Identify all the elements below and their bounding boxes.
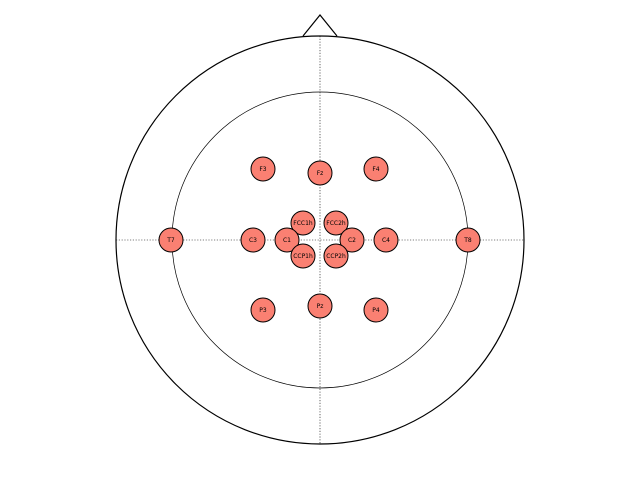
electrode-label: CCP2h <box>326 253 346 260</box>
electrode-label: T8 <box>463 237 472 244</box>
electrode-ccp1h: CCP1h <box>290 243 316 269</box>
electrode-c3: C3 <box>240 227 266 253</box>
electrode-p4: P4 <box>363 297 389 323</box>
electrode-c2: C2 <box>339 227 365 253</box>
electrode-marker <box>307 160 333 186</box>
electrode-marker <box>455 227 481 253</box>
electrode-label: P4 <box>372 307 380 314</box>
electrode-ccp2h: CCP2h <box>323 243 349 269</box>
electrode-marker <box>339 227 365 253</box>
electrode-label: Fz <box>317 170 324 177</box>
nose-outline <box>302 14 338 37</box>
electrode-f3: F3 <box>250 156 276 182</box>
electrode-c1: C1 <box>274 227 300 253</box>
electrode-pz: Pz <box>307 293 333 319</box>
electrode-marker <box>323 243 349 269</box>
electrode-marker <box>363 156 389 182</box>
electrode-t7: T7 <box>158 227 184 253</box>
electrode-marker <box>363 297 389 323</box>
electrode-label: P3 <box>259 307 267 314</box>
electrode-marker <box>373 227 399 253</box>
electrode-label: F3 <box>259 166 266 173</box>
electrode-label: Pz <box>317 303 324 310</box>
electrode-f4: F4 <box>363 156 389 182</box>
electrode-marker <box>323 210 349 236</box>
electrode-fcc1h: FCC1h <box>290 210 316 236</box>
electrode-marker <box>250 297 276 323</box>
electrode-label: FCC1h <box>293 220 313 227</box>
electrode-fz: Fz <box>307 160 333 186</box>
electrode-marker <box>240 227 266 253</box>
electrode-marker <box>274 227 300 253</box>
electrode-marker <box>250 156 276 182</box>
electrode-label: C3 <box>249 237 257 244</box>
electrode-label: T7 <box>166 237 175 244</box>
electrode-marker <box>290 210 316 236</box>
electrode-label: CCP1h <box>293 253 313 260</box>
electrode-fcc2h: FCC2h <box>323 210 349 236</box>
electrode-label: C4 <box>382 237 390 244</box>
electrode-t8: T8 <box>455 227 481 253</box>
electrode-marker <box>158 227 184 253</box>
electrode-marker <box>290 243 316 269</box>
electrode-c4: C4 <box>373 227 399 253</box>
electrode-marker <box>307 293 333 319</box>
electrode-label: FCC2h <box>326 220 346 227</box>
electrode-label: C1 <box>283 237 291 244</box>
electrode-label: F4 <box>372 166 379 173</box>
electrode-label: C2 <box>348 237 356 244</box>
electrode-p3: P3 <box>250 297 276 323</box>
